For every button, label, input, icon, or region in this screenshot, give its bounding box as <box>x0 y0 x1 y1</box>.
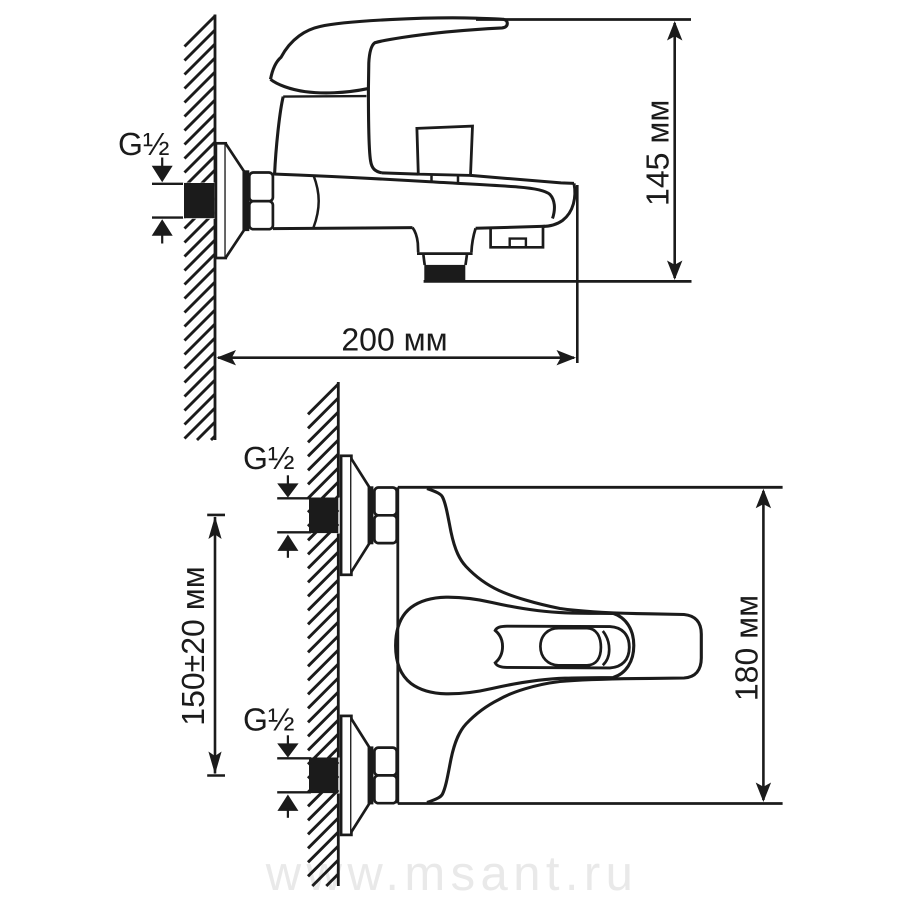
svg-text:145 мм: 145 мм <box>640 100 676 206</box>
svg-text:180 мм: 180 мм <box>729 595 765 701</box>
svg-text:150±20 мм: 150±20 мм <box>175 566 211 725</box>
svg-text:G½: G½ <box>243 702 295 738</box>
svg-text:G½: G½ <box>243 440 295 476</box>
svg-text:G½: G½ <box>118 126 170 162</box>
svg-text:200 мм: 200 мм <box>341 322 447 358</box>
svg-text:www.msant.ru: www.msant.ru <box>265 847 639 900</box>
